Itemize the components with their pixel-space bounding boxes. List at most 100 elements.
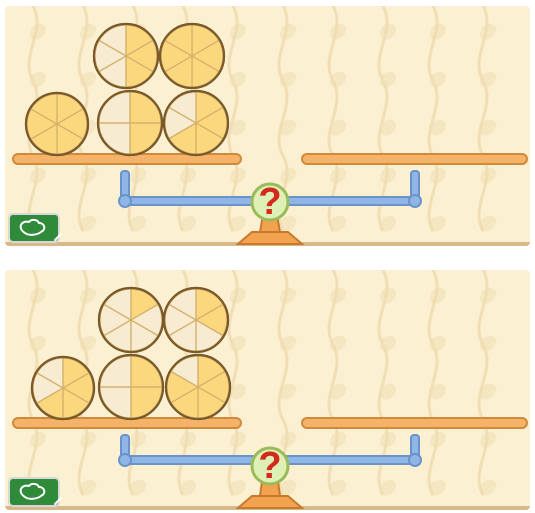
- fraction-wheel: [164, 288, 228, 352]
- wallpaper-leaf: [80, 24, 96, 40]
- wallpaper-leaf: [280, 216, 296, 232]
- wallpaper-vine: [429, 6, 437, 231]
- wallpaper-leaf: [330, 432, 346, 448]
- fraction-wheel: [99, 288, 163, 352]
- wallpaper-leaf: [80, 288, 96, 304]
- wallpaper-leaf: [480, 216, 496, 232]
- question-badge: ?: [252, 445, 288, 487]
- wallpaper-leaf: [380, 288, 396, 304]
- wallpaper-leaf: [30, 72, 46, 88]
- wallpaper-leaf: [230, 480, 246, 496]
- wheel-slice-filled: [130, 92, 161, 123]
- wheel-slice-filled: [131, 387, 162, 418]
- wallpaper-leaf: [480, 24, 496, 40]
- wallpaper-leaf: [280, 336, 296, 352]
- wallpaper-leaf: [280, 432, 296, 448]
- wallpaper-leaf: [80, 432, 96, 448]
- wallpaper-leaf: [130, 432, 146, 448]
- right-pan[interactable]: [302, 154, 527, 164]
- fraction-wheel: [99, 355, 163, 419]
- wallpaper-leaf: [430, 72, 446, 88]
- question-mark: ?: [258, 445, 281, 487]
- wallpaper-leaf: [280, 288, 296, 304]
- wheel-slice-empty: [100, 387, 131, 418]
- wallpaper-leaf: [380, 72, 396, 88]
- wallpaper-leaf: [380, 24, 396, 40]
- wallpaper-leaf: [330, 168, 346, 184]
- wallpaper-leaf: [480, 432, 496, 448]
- wallpaper-leaf: [280, 168, 296, 184]
- wallpaper-leaf: [330, 24, 346, 40]
- wallpaper-leaf: [80, 216, 96, 232]
- wallpaper-leaf: [480, 168, 496, 184]
- wallpaper-leaf: [380, 432, 396, 448]
- wallpaper-leaf: [380, 480, 396, 496]
- fraction-wheel: [32, 357, 94, 419]
- wallpaper-leaf: [80, 72, 96, 88]
- scale-base: [238, 232, 302, 244]
- wallpaper-leaf: [230, 432, 246, 448]
- fraction-wheel: [94, 24, 158, 88]
- balance-panel-top: ?: [5, 6, 530, 246]
- wheel-slice-filled: [131, 356, 162, 387]
- wallpaper-leaf: [80, 480, 96, 496]
- wallpaper-leaf: [330, 336, 346, 352]
- wallpaper-leaf: [230, 168, 246, 184]
- fraction-wheel: [26, 93, 88, 155]
- wallpaper-leaf: [80, 336, 96, 352]
- wheel-slice-empty: [99, 123, 130, 154]
- right-pan-plate[interactable]: [302, 418, 527, 428]
- wallpaper-leaf: [430, 480, 446, 496]
- wallpaper-leaf: [30, 336, 46, 352]
- wallpaper-leaf: [130, 480, 146, 496]
- wallpaper-leaf: [230, 288, 246, 304]
- wallpaper-leaf: [30, 432, 46, 448]
- wallpaper-leaf: [80, 168, 96, 184]
- wallpaper-leaf: [330, 216, 346, 232]
- right-hook-ball: [409, 195, 421, 207]
- wallpaper-leaf: [380, 216, 396, 232]
- wallpaper-leaf: [380, 336, 396, 352]
- scale-base: [238, 496, 302, 508]
- wallpaper-leaf: [180, 432, 196, 448]
- wheel-slice-filled: [130, 123, 161, 154]
- wallpaper-leaf: [430, 216, 446, 232]
- fraction-wheel: [164, 91, 228, 155]
- right-pan-plate[interactable]: [302, 154, 527, 164]
- left-hook-ball: [119, 195, 131, 207]
- wallpaper-leaf: [30, 24, 46, 40]
- right-hook-ball: [409, 454, 421, 466]
- wallpaper-leaf: [330, 480, 346, 496]
- wallpaper-leaf: [480, 72, 496, 88]
- wallpaper-leaf: [180, 480, 196, 496]
- question-badge: ?: [252, 181, 288, 223]
- wallpaper-leaf: [430, 288, 446, 304]
- fraction-wheel: [166, 355, 230, 419]
- wallpaper-leaf: [130, 168, 146, 184]
- wheel-slice-empty: [99, 92, 130, 123]
- wallpaper-leaf: [380, 168, 396, 184]
- fraction-wheel: [98, 91, 162, 155]
- wallpaper-leaf: [30, 288, 46, 304]
- wallpaper-vine: [429, 270, 437, 495]
- wallpaper-leaf: [230, 24, 246, 40]
- corner-seedling-button[interactable]: [7, 474, 63, 510]
- seedling-icon: [7, 210, 63, 246]
- balance-scene-bottom: ?: [5, 270, 530, 510]
- wallpaper-leaf: [330, 288, 346, 304]
- wallpaper-leaf: [430, 432, 446, 448]
- wallpaper-leaf: [130, 216, 146, 232]
- balance-panel-bottom: ?: [5, 270, 530, 510]
- wallpaper-leaf: [230, 336, 246, 352]
- wallpaper-leaf: [480, 336, 496, 352]
- wallpaper-leaf: [430, 336, 446, 352]
- wallpaper-leaf: [180, 216, 196, 232]
- corner-seedling-button[interactable]: [7, 210, 63, 246]
- wheel-slice-empty: [100, 356, 131, 387]
- fraction-wheel: [160, 24, 224, 88]
- wallpaper-leaf: [480, 288, 496, 304]
- wallpaper-leaf: [330, 72, 346, 88]
- cheese-wheels: [26, 24, 228, 155]
- right-pan[interactable]: [302, 418, 527, 428]
- wallpaper-leaf: [180, 168, 196, 184]
